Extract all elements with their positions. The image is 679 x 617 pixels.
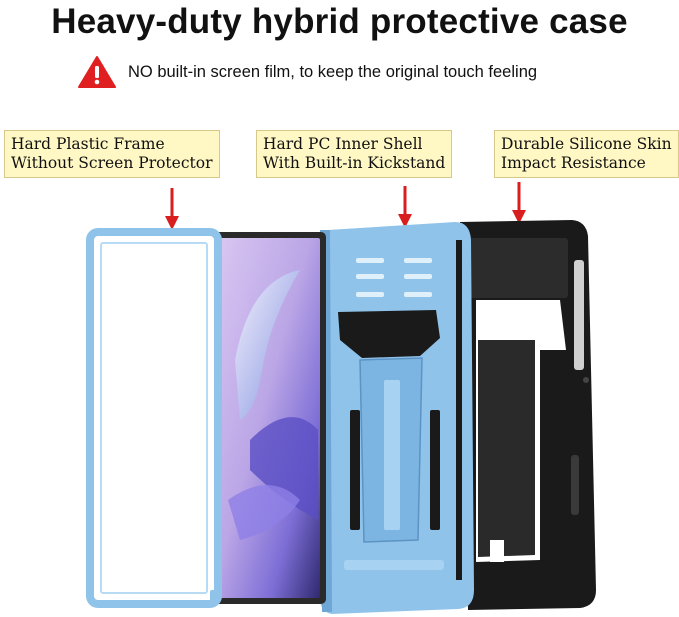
- label-hard-plastic-frame: Hard Plastic Frame Without Screen Protec…: [4, 130, 220, 178]
- warning-triangle-icon: [78, 56, 116, 88]
- tablet: [214, 232, 326, 604]
- label-hard-pc-shell: Hard PC Inner Shell With Built-in Kickst…: [256, 130, 453, 178]
- label-line: Durable Silicone Skin: [501, 135, 672, 153]
- page-title: Heavy-duty hybrid protective case: [51, 2, 628, 41]
- label-line: Hard Plastic Frame: [11, 135, 165, 153]
- warning-text: NO built-in screen film, to keep the ori…: [128, 62, 538, 81]
- label-line: Hard PC Inner Shell: [263, 135, 423, 153]
- arrow-down-icon: [512, 182, 526, 224]
- label-line: Impact Resistance: [501, 154, 646, 172]
- label-silicone-skin: Durable Silicone Skin Impact Resistance: [494, 130, 679, 178]
- arrow-down-icon: [398, 186, 412, 228]
- label-line: Without Screen Protector: [11, 154, 213, 172]
- pc-inner-shell: [320, 222, 474, 614]
- product-image: [86, 220, 596, 614]
- arrow-down-icon: [165, 188, 179, 230]
- warning-notice: NO built-in screen film, to keep the ori…: [78, 54, 537, 90]
- label-line: With Built-in Kickstand: [263, 154, 446, 172]
- hard-plastic-frame: [86, 228, 222, 608]
- silicone-skin: [460, 220, 596, 610]
